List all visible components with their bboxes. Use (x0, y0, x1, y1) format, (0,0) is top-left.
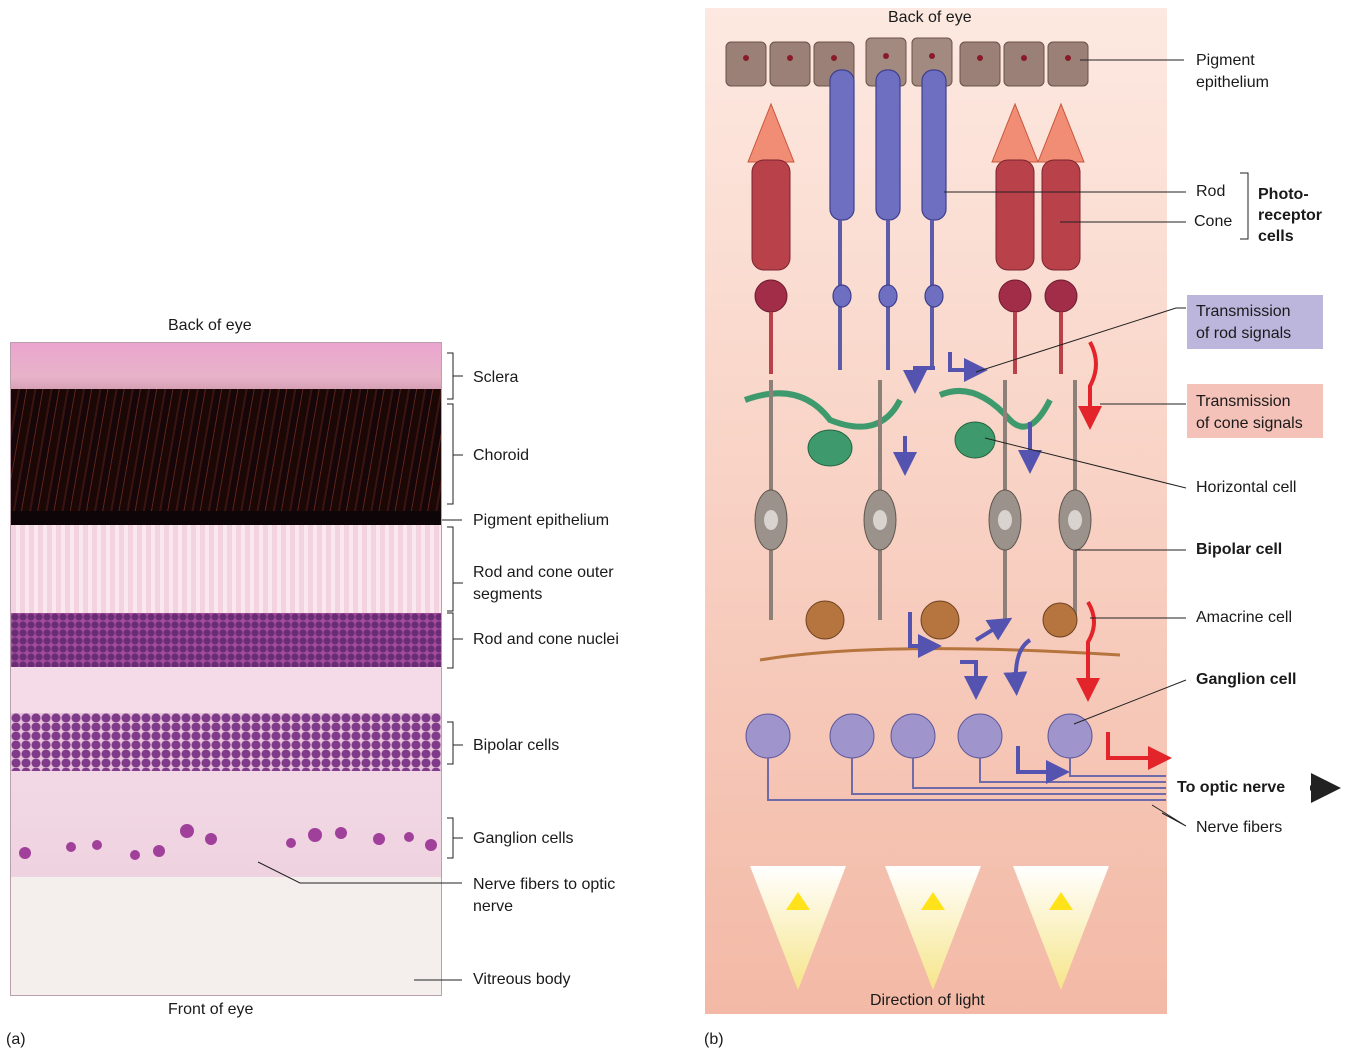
label-cone-signals-2: of cone signals (1196, 414, 1303, 434)
label-nerve-fibers: Nerve fibers (1196, 818, 1282, 838)
label-photo-1: Photo- (1258, 185, 1309, 205)
label-ganglion-cell: Ganglion cell (1196, 670, 1296, 690)
label-rod: Rod (1196, 182, 1225, 202)
panel-b-bottom-label: Direction of light (870, 991, 985, 1011)
light-beams (750, 866, 1109, 990)
label-amacrine-cell: Amacrine cell (1196, 608, 1292, 628)
panel-b-top-label: Back of eye (888, 8, 972, 28)
label-cone-signals-1: Transmission (1196, 392, 1291, 412)
label-rod-signals-2: of rod signals (1196, 324, 1291, 344)
label-bipolar-cell: Bipolar cell (1196, 540, 1282, 560)
label-rod-signals-1: Transmission (1196, 302, 1291, 322)
label-cone: Cone (1194, 212, 1232, 232)
label-photo-3: cells (1258, 227, 1294, 247)
panel-b-letter: (b) (704, 1030, 724, 1050)
label-to-optic-nerve: To optic nerve (1177, 778, 1285, 798)
label-horizontal-cell: Horizontal cell (1196, 478, 1296, 498)
label-b-pigment-2: epithelium (1196, 73, 1269, 93)
label-photo-2: receptor (1258, 206, 1322, 226)
label-b-pigment-1: Pigment (1196, 51, 1255, 71)
